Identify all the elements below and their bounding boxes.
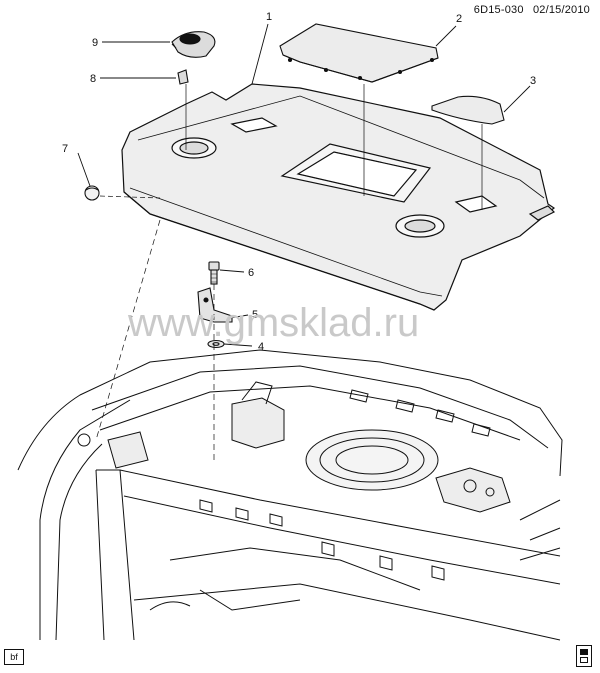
drawing-date: 02/15/2010 xyxy=(532,4,590,16)
callout-1: 1 xyxy=(266,11,272,23)
part-1-shelf-panel xyxy=(121,83,556,311)
callout-9: 9 xyxy=(92,37,98,49)
part-3-side-cover xyxy=(431,95,505,125)
callout-2: 2 xyxy=(456,13,462,25)
watermark-text: www.gmsklad.ru xyxy=(127,301,419,345)
alignment-lines xyxy=(95,84,483,460)
drawing-header: 6D15-030 02/15/2010 xyxy=(474,4,590,16)
callout-5: 5 xyxy=(252,309,258,321)
footer-tag: bf xyxy=(4,649,24,665)
part-7-plug xyxy=(84,185,100,201)
part-9-grommet xyxy=(171,31,216,58)
callout-8: 8 xyxy=(90,73,96,85)
callout-7: 7 xyxy=(62,143,68,155)
part-8-clip xyxy=(177,69,189,85)
leader-lines xyxy=(77,23,531,347)
callout-labels: 1 2 3 4 5 6 7 8 9 xyxy=(62,11,536,353)
callout-6: 6 xyxy=(248,267,254,279)
part-6-bolt xyxy=(208,261,220,285)
vehicle-body-structure xyxy=(17,349,563,641)
drawing-code: 6D15-030 xyxy=(473,4,524,16)
part-5-bracket xyxy=(197,287,233,323)
part-2-cover-panel xyxy=(279,23,439,83)
footer-logo-icon xyxy=(576,645,592,667)
callout-3: 3 xyxy=(530,75,536,87)
callout-4: 4 xyxy=(258,341,264,353)
